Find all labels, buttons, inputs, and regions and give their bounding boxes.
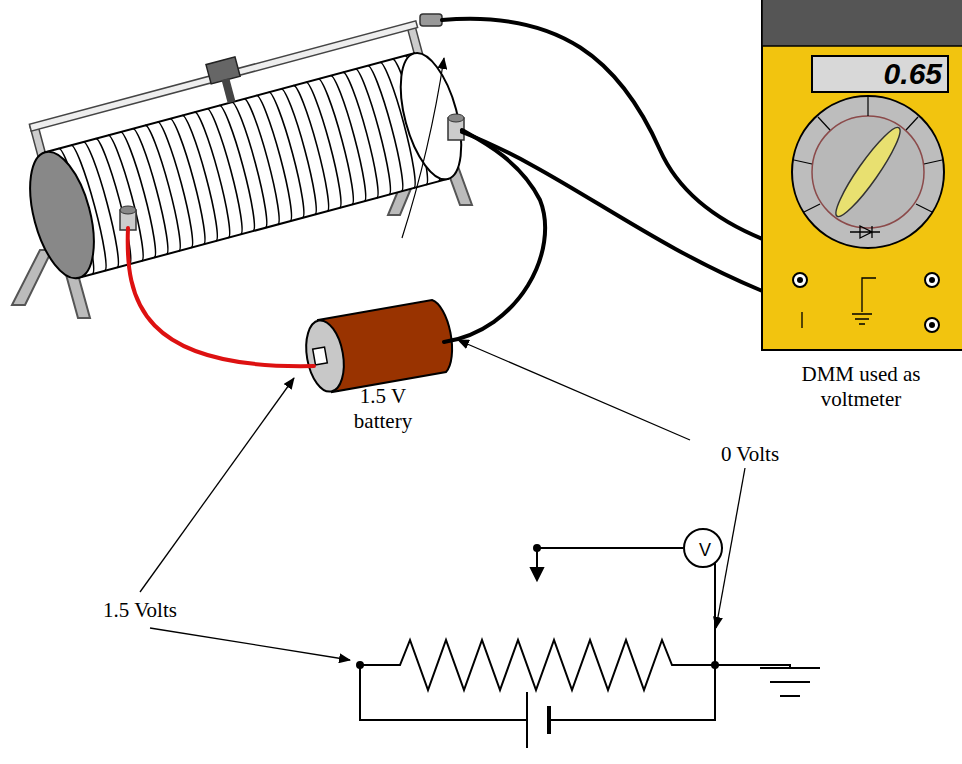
schematic bbox=[357, 545, 820, 748]
voltmeter-letter: V bbox=[685, 539, 725, 561]
voltmeter-symbol: V bbox=[683, 528, 723, 568]
meter-caption: DMM used as voltmeter bbox=[790, 362, 932, 412]
voltage-label: 0 Volts bbox=[690, 442, 810, 467]
rheostat-terminals bbox=[120, 14, 464, 230]
rheostat bbox=[7, 5, 473, 285]
voltage-label: 1.5 Volts bbox=[80, 598, 200, 623]
leader-line bbox=[402, 58, 444, 238]
multimeter: 0.65DMM used as voltmeter bbox=[760, 0, 962, 420]
battery: 1.5 V battery bbox=[338, 384, 428, 440]
meter-reading: 0.65 bbox=[812, 58, 942, 90]
callout-arrows bbox=[140, 340, 745, 660]
multimeter bbox=[762, 0, 962, 350]
battery-label: 1.5 V battery bbox=[338, 384, 428, 434]
battery-illustration bbox=[301, 300, 452, 395]
